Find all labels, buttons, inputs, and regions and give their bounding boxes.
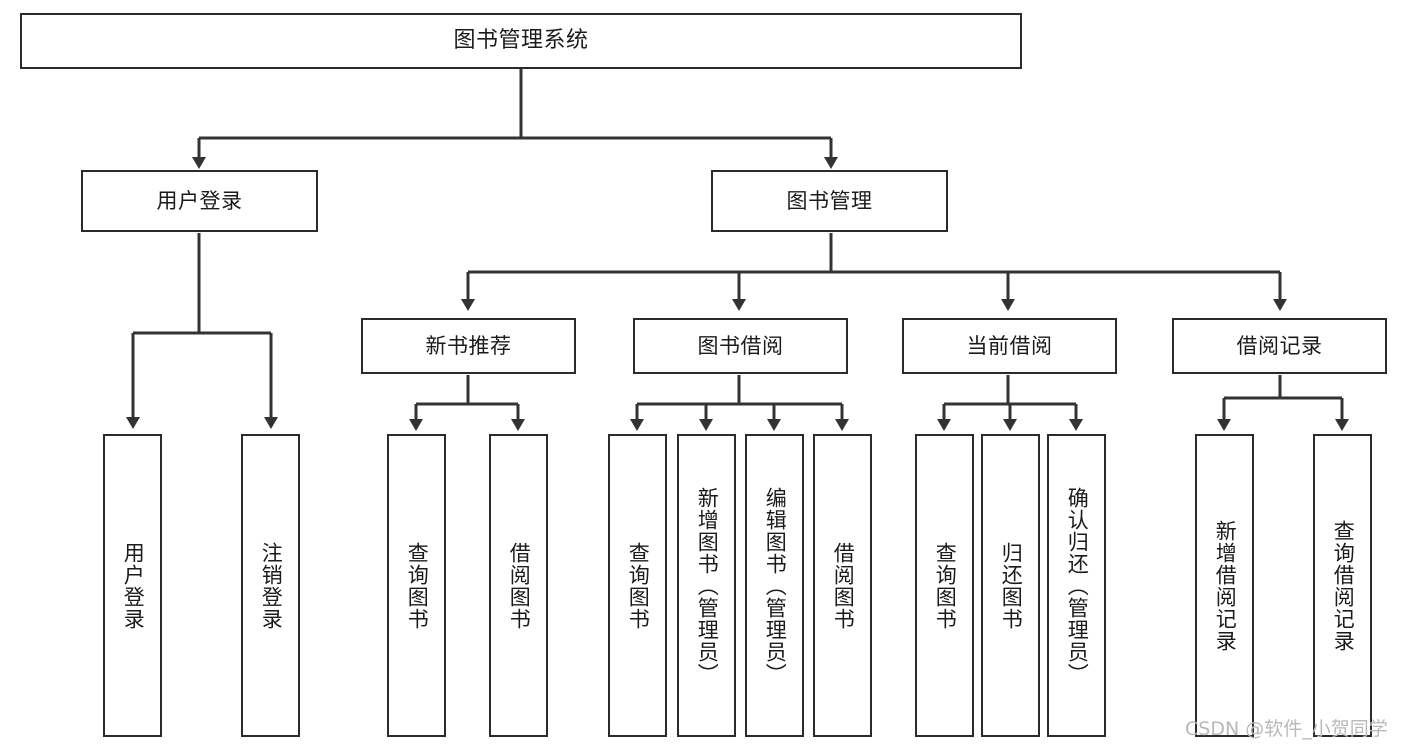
node-book-borrow-label: 图书借阅 bbox=[697, 333, 784, 358]
node-leaf-user-login-label: 用户登录 bbox=[121, 541, 146, 630]
node-leaf-confirm-return-label: 确认归还（管理员） bbox=[1065, 486, 1090, 685]
node-leaf-confirm-return[interactable]: 确认归还（管理员） bbox=[1047, 434, 1106, 737]
node-leaf-return-book[interactable]: 归还图书 bbox=[981, 434, 1040, 737]
node-leaf-borrow-book-1[interactable]: 借阅图书 bbox=[489, 434, 548, 737]
node-leaf-user-logout[interactable]: 注销登录 bbox=[241, 434, 300, 737]
node-current-borrow[interactable]: 当前借阅 bbox=[902, 318, 1117, 374]
node-leaf-borrow-book-2-label: 借阅图书 bbox=[831, 541, 856, 630]
node-leaf-query-book-2-label: 查询图书 bbox=[626, 541, 651, 630]
node-leaf-query-book-1-label: 查询图书 bbox=[405, 541, 430, 630]
node-leaf-edit-book-label: 编辑图书（管理员） bbox=[763, 486, 788, 685]
node-leaf-user-logout-label: 注销登录 bbox=[259, 541, 284, 630]
node-book-manage[interactable]: 图书管理 bbox=[711, 170, 948, 232]
node-leaf-query-book-2[interactable]: 查询图书 bbox=[608, 434, 667, 737]
node-leaf-query-book-3[interactable]: 查询图书 bbox=[915, 434, 974, 737]
node-leaf-query-record[interactable]: 查询借阅记录 bbox=[1313, 434, 1372, 737]
node-leaf-query-book-3-label: 查询图书 bbox=[933, 541, 958, 630]
node-leaf-add-record[interactable]: 新增借阅记录 bbox=[1195, 434, 1254, 737]
node-leaf-return-book-label: 归还图书 bbox=[999, 541, 1024, 630]
node-leaf-query-book-1[interactable]: 查询图书 bbox=[387, 434, 446, 737]
node-leaf-edit-book[interactable]: 编辑图书（管理员） bbox=[745, 434, 804, 737]
node-root[interactable]: 图书管理系统 bbox=[20, 13, 1022, 69]
node-book-borrow[interactable]: 图书借阅 bbox=[633, 318, 848, 374]
node-book-manage-label: 图书管理 bbox=[786, 188, 873, 213]
node-user-login-label: 用户登录 bbox=[156, 188, 243, 213]
node-borrow-record-label: 借阅记录 bbox=[1236, 333, 1323, 358]
node-leaf-add-book[interactable]: 新增图书（管理员） bbox=[677, 434, 736, 737]
node-leaf-borrow-book-1-label: 借阅图书 bbox=[507, 541, 532, 630]
node-leaf-query-record-label: 查询借阅记录 bbox=[1331, 519, 1356, 652]
node-leaf-add-record-label: 新增借阅记录 bbox=[1213, 519, 1238, 652]
node-root-label: 图书管理系统 bbox=[453, 28, 589, 54]
node-user-login[interactable]: 用户登录 bbox=[81, 170, 318, 232]
node-borrow-record[interactable]: 借阅记录 bbox=[1172, 318, 1387, 374]
node-new-book-recommend-label: 新书推荐 bbox=[425, 333, 512, 358]
node-leaf-add-book-label: 新增图书（管理员） bbox=[695, 486, 720, 685]
node-leaf-user-login[interactable]: 用户登录 bbox=[103, 434, 162, 737]
node-leaf-borrow-book-2[interactable]: 借阅图书 bbox=[813, 434, 872, 737]
node-new-book-recommend[interactable]: 新书推荐 bbox=[361, 318, 576, 374]
node-current-borrow-label: 当前借阅 bbox=[966, 333, 1053, 358]
csdn-watermark: CSDN @软件_小贺同学 bbox=[1185, 718, 1388, 740]
